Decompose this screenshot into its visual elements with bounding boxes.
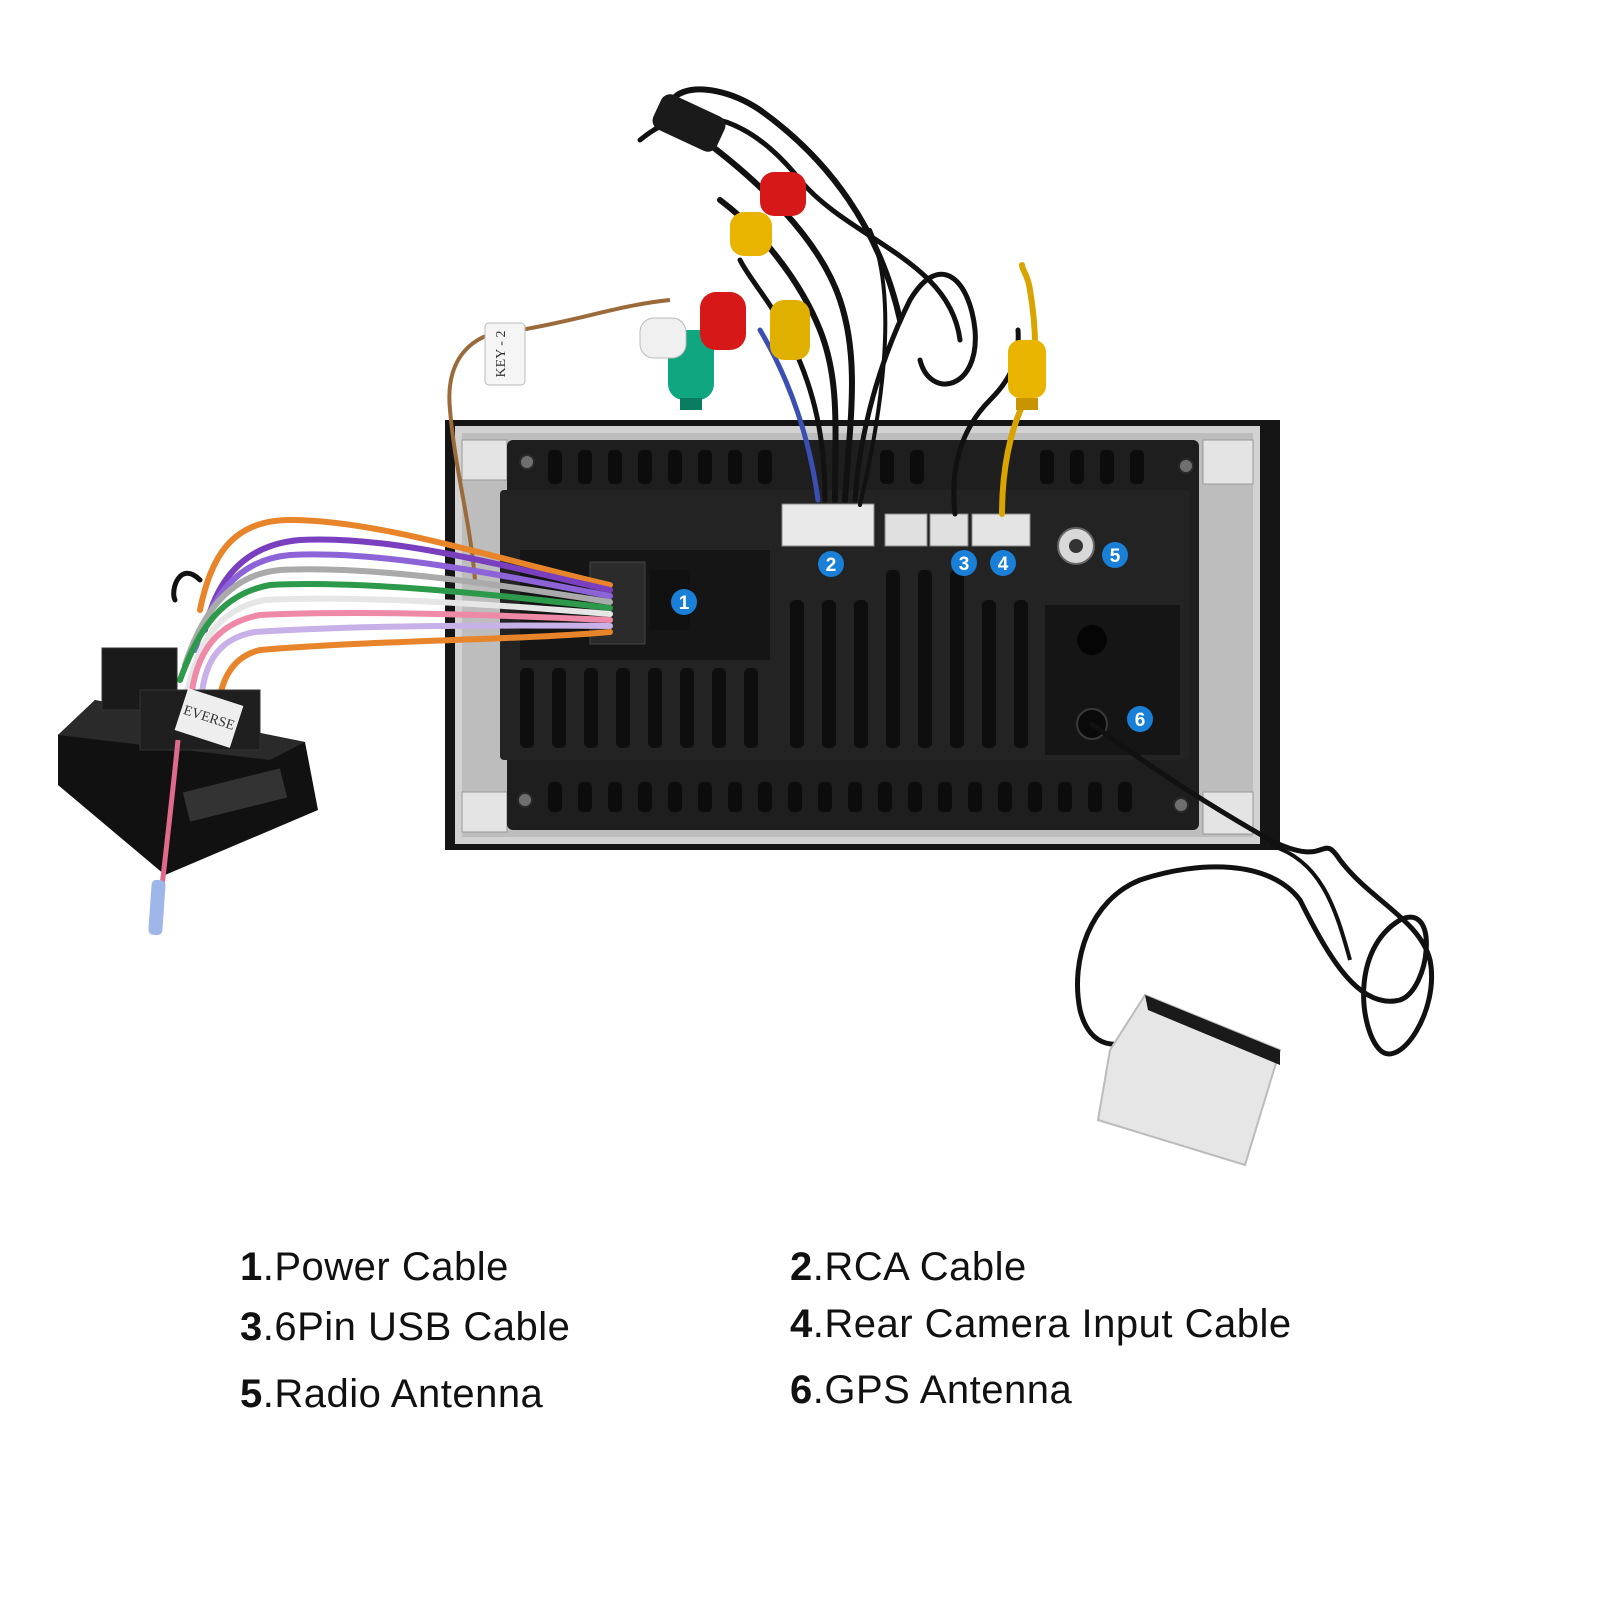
legend-item-usb-cable: 3.6Pin USB Cable bbox=[240, 1305, 570, 1350]
callout-4: 4 bbox=[990, 550, 1016, 576]
legend-number: 1 bbox=[240, 1245, 263, 1289]
legend-label: .Rear Camera Input Cable bbox=[812, 1302, 1292, 1346]
legend-item-rear-camera-cable: 4.Rear Camera Input Cable bbox=[790, 1302, 1292, 1347]
top-fins bbox=[548, 450, 1144, 484]
callout-2: 2 bbox=[818, 551, 844, 577]
iso-adapter: EVERSE bbox=[58, 647, 318, 936]
legend-item-power-cable: 1.Power Cable bbox=[240, 1245, 509, 1290]
legend-number: 4 bbox=[790, 1302, 813, 1346]
legend-label: .GPS Antenna bbox=[812, 1368, 1073, 1412]
legend-item-rca-cable: 2.RCA Cable bbox=[790, 1245, 1027, 1290]
callout-6: 6 bbox=[1127, 706, 1153, 732]
legend-number: 5 bbox=[240, 1372, 263, 1416]
camera-and-usb-cables bbox=[951, 262, 1046, 517]
power-cable bbox=[171, 516, 613, 763]
callout-1: 1 bbox=[671, 589, 697, 615]
legend-number: 6 bbox=[790, 1368, 813, 1412]
svg-text:4: 4 bbox=[998, 554, 1009, 575]
svg-text:5: 5 bbox=[1110, 546, 1121, 567]
legend-label: .Power Cable bbox=[262, 1245, 509, 1289]
svg-text:2: 2 bbox=[826, 555, 837, 576]
rca-plugs bbox=[639, 94, 810, 410]
svg-text:6: 6 bbox=[1135, 710, 1146, 731]
screws bbox=[517, 454, 1194, 813]
middle-fins bbox=[520, 570, 1028, 748]
gps-antenna bbox=[1075, 721, 1434, 1167]
legend-number: 2 bbox=[790, 1245, 813, 1289]
legend-label: .Radio Antenna bbox=[262, 1372, 544, 1416]
svg-text:1: 1 bbox=[679, 593, 690, 614]
head-unit-wiring-diagram: KEY - 2 EVERSE 1 2 bbox=[58, 86, 1434, 1167]
bottom-fins bbox=[548, 782, 1132, 812]
legend-item-radio-antenna: 5.Radio Antenna bbox=[240, 1372, 543, 1417]
legend-item-gps-antenna: 6.GPS Antenna bbox=[790, 1368, 1072, 1413]
callout-3: 3 bbox=[951, 550, 977, 576]
legend-number: 3 bbox=[240, 1305, 263, 1349]
legend-label: .6Pin USB Cable bbox=[262, 1305, 571, 1349]
legend-label: .RCA Cable bbox=[812, 1245, 1027, 1289]
key-wire: KEY - 2 bbox=[447, 298, 671, 581]
callout-5: 5 bbox=[1102, 542, 1128, 568]
key-tag-text: KEY - 2 bbox=[494, 331, 509, 378]
svg-text:3: 3 bbox=[959, 554, 970, 575]
head-unit bbox=[445, 420, 1280, 850]
